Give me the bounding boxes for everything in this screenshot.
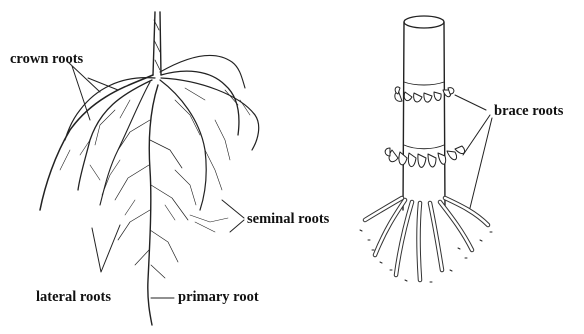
label-lateral-roots: lateral roots: [36, 290, 111, 305]
label-crown-roots: crown roots: [10, 52, 83, 67]
label-seminal-roots: seminal roots: [247, 212, 329, 227]
label-brace-roots: brace roots: [494, 104, 563, 119]
label-primary-root: primary root: [178, 290, 259, 305]
